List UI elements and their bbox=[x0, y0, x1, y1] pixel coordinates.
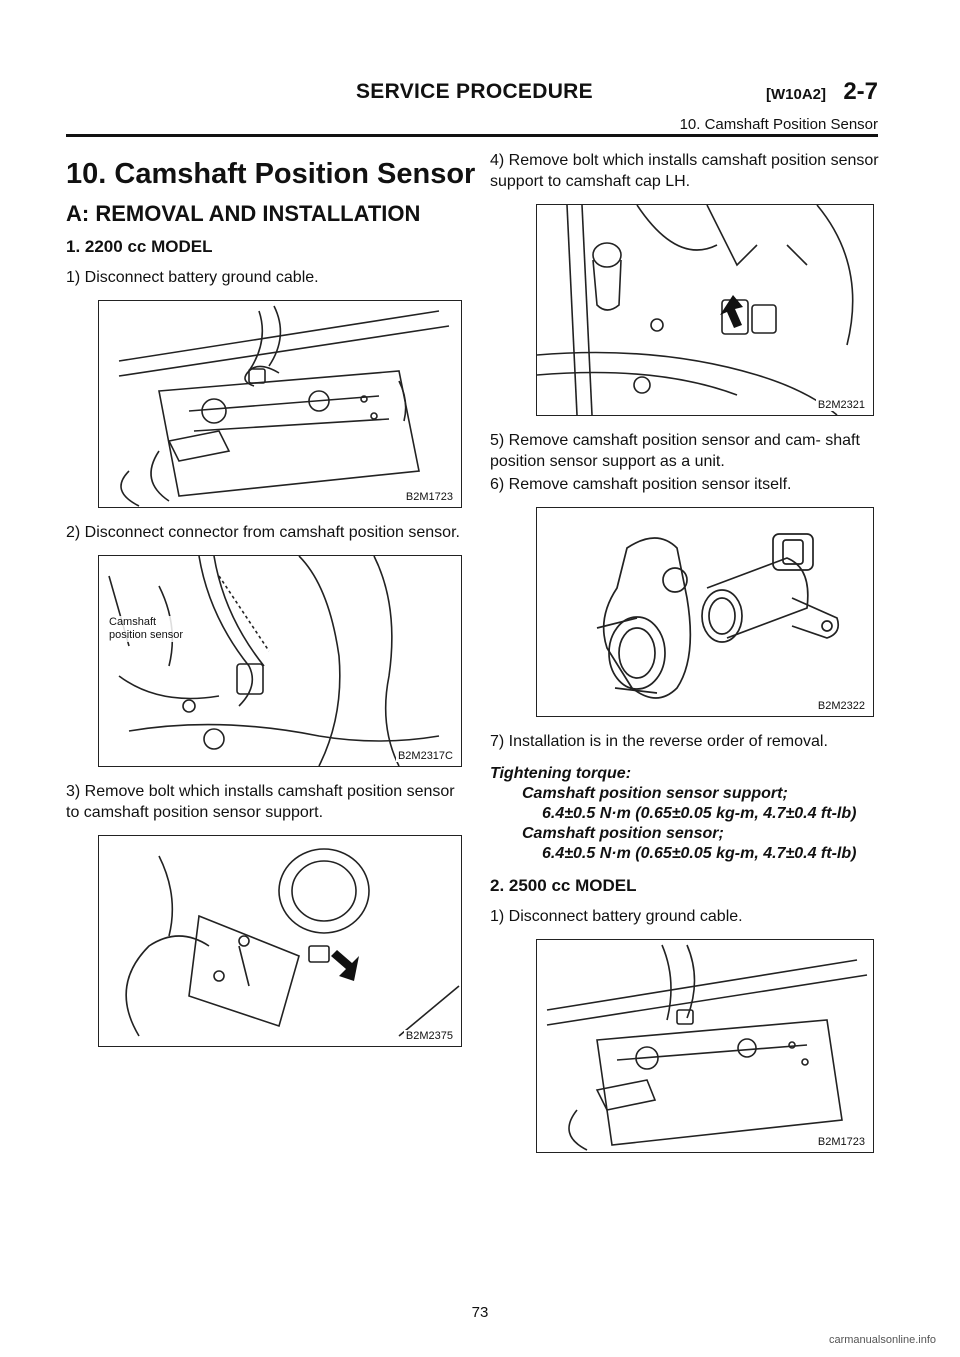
torque-item-1-value: 6.4±0.5 N·m (0.65±0.05 kg-m, 4.7±0.4 ft-… bbox=[542, 805, 857, 822]
left-column: 10. Camshaft Position Sensor A: REMOVAL … bbox=[66, 150, 476, 1061]
header-rule bbox=[66, 134, 878, 137]
step-2: 2) Disconnect connector from camshaft po… bbox=[66, 524, 460, 541]
step-4: 4) Remove bolt which installs camshaft p… bbox=[490, 152, 879, 190]
header-code: [W10A2] bbox=[765, 86, 826, 103]
torque-item-2-value: 6.4±0.5 N·m (0.65±0.05 kg-m, 4.7±0.4 ft-… bbox=[542, 845, 857, 862]
step-3: 3) Remove bolt which installs camshaft p… bbox=[66, 783, 455, 821]
figure-sensor-bolt: B2M2375 bbox=[98, 835, 462, 1047]
figure-label-sensor: Camshaft position sensor bbox=[109, 616, 183, 642]
figure-code: B2M1723 bbox=[403, 491, 455, 503]
figure-label-line2: position sensor bbox=[109, 629, 183, 641]
figure-code: B2M2375 bbox=[403, 1030, 455, 1042]
figure-battery-2: B2M1723 bbox=[536, 939, 874, 1153]
torque-item-1-label: Camshaft position sensor support; bbox=[522, 785, 788, 802]
model2-title: 2. 2500 cc MODEL bbox=[490, 876, 637, 895]
figure-label-line1: Camshaft bbox=[109, 616, 157, 628]
subsection-title: A: REMOVAL AND INSTALLATION bbox=[66, 201, 421, 226]
figure-support-bolt: B2M2321 bbox=[536, 204, 874, 416]
figure-code: B2M2322 bbox=[815, 700, 867, 712]
sensor-bolt-illustration bbox=[125, 848, 460, 1037]
torque-title: Tightening torque: bbox=[490, 765, 632, 782]
figure-code: B2M2321 bbox=[815, 399, 867, 411]
figure-code: B2M1723 bbox=[815, 1136, 867, 1148]
step-6: 6) Remove camshaft position sensor itsel… bbox=[490, 476, 792, 493]
figure-battery: B2M1723 bbox=[98, 300, 462, 508]
figure-code: B2M2317C bbox=[395, 750, 455, 762]
battery-illustration bbox=[118, 305, 450, 507]
figure-connector: Camshaft position sensor B2M2317C bbox=[98, 555, 462, 767]
sensor-part-illustration bbox=[596, 533, 840, 699]
page-header: SERVICE PROCEDURE [W10A2] 2-7 bbox=[66, 74, 878, 106]
page-number: 73 bbox=[471, 1304, 489, 1321]
right-column: 4) Remove bolt which installs camshaft p… bbox=[490, 150, 880, 1167]
torque-item-2-label: Camshaft position sensor; bbox=[522, 825, 724, 842]
step-1: 1) Disconnect battery ground cable. bbox=[66, 269, 319, 286]
support-bolt-illustration bbox=[537, 205, 854, 415]
figure-sensor-part: B2M2322 bbox=[536, 507, 874, 717]
tightening-torque: Tightening torque: Camshaft position sen… bbox=[490, 764, 880, 864]
watermark: carmanualsonline.info bbox=[828, 1334, 936, 1346]
battery-illustration-2 bbox=[546, 944, 868, 1151]
connector-illustration bbox=[108, 556, 440, 766]
header-title: SERVICE PROCEDURE bbox=[356, 80, 593, 103]
header-chapter: 2-7 bbox=[843, 78, 878, 105]
section-title: 10. Camshaft Position Sensor bbox=[66, 158, 476, 190]
header-subtitle: 10. Camshaft Position Sensor bbox=[679, 116, 878, 133]
model2-step-1: 1) Disconnect battery ground cable. bbox=[490, 908, 743, 925]
step-7: 7) Installation is in the reverse order … bbox=[490, 733, 828, 750]
model-title: 1. 2200 cc MODEL bbox=[66, 237, 213, 256]
step-5: 5) Remove camshaft position sensor and c… bbox=[490, 432, 860, 470]
